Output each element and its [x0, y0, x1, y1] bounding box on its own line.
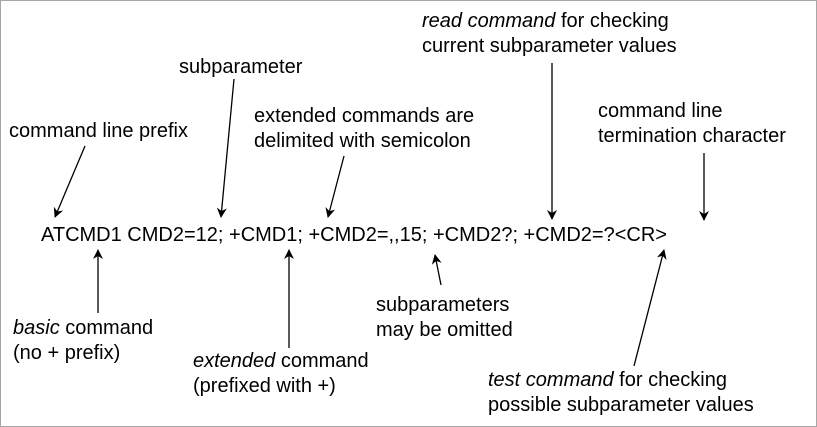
label-extended-delimited-1: extended commands are [254, 105, 475, 127]
label-extended-command-1: extended command [193, 350, 369, 372]
arrow-extended-delimiter [325, 155, 345, 218]
label-test-command-1: test command for checking [488, 369, 727, 391]
arrow-omitted [431, 254, 442, 286]
label-omitted-1: subparameters [376, 294, 510, 316]
label-basic-command-2: (no + prefix) [13, 342, 121, 364]
label-command-line-prefix: command line prefix [9, 120, 188, 142]
label-termination-1: command line [598, 100, 723, 122]
extended-term: extended [193, 350, 276, 372]
command-line-text: ATCMD1 CMD2=12; +CMD1; +CMD2=,,15; +CMD2… [41, 224, 667, 246]
label-read-command-2: current subparameter values [422, 35, 677, 57]
arrow-test-command [633, 249, 667, 367]
label-termination-2: termination character [598, 125, 786, 147]
arrow-subparameter [216, 78, 235, 218]
label-extended-command-2: (prefixed with +) [193, 375, 336, 397]
label-subparameter: subparameter [179, 56, 303, 78]
basic-term: basic [13, 317, 60, 339]
label-basic-command-1: basic command [13, 317, 154, 339]
label-omitted-2: may be omitted [376, 319, 513, 341]
read-command-term: read command [422, 10, 556, 32]
label-read-command-1: read command for checking [422, 10, 669, 32]
arrow-command-line-prefix [53, 145, 86, 218]
label-test-command-2: possible subparameter values [488, 394, 754, 416]
label-extended-delimited-2: delimited with semicolon [254, 130, 471, 152]
test-command-term: test command [488, 369, 614, 391]
